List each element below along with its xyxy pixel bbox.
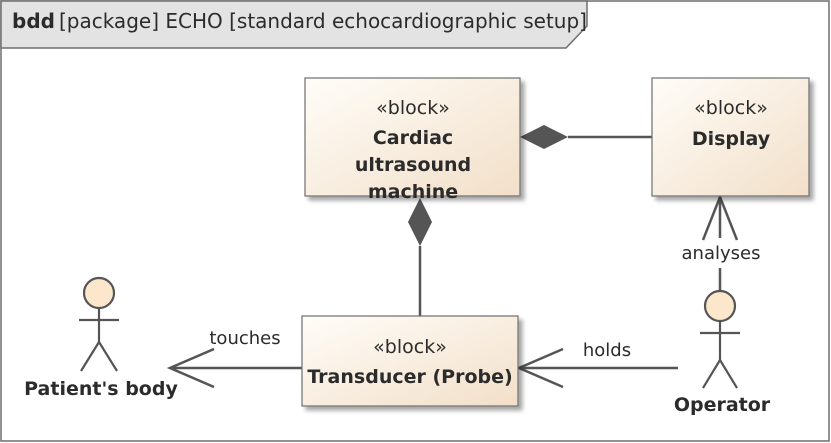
actor-patient-head [82, 276, 116, 310]
frame-kind: bdd [12, 9, 55, 33]
frame-title: [package] ECHO [standard echocardiograph… [58, 9, 587, 33]
block-machine-name: Cardiac ultrasound machine [354, 127, 472, 203]
actor-patient-leg-right [98, 341, 118, 372]
analyses-arrowhead [701, 193, 739, 241]
composition-diamond-display [520, 125, 568, 149]
composition-diamond-transducer [408, 198, 432, 246]
association-analyses-label: analyses [679, 243, 763, 264]
actor-operator-leg-left [702, 359, 721, 389]
actor-operator-name: Operator [673, 394, 771, 416]
actor-operator-figure[interactable] [700, 289, 740, 389]
block-display-stereotype: «block» [694, 97, 768, 119]
association-holds-label: holds [582, 340, 632, 361]
frame-tab [0, 0, 588, 49]
actor-patient-name: Patient's body [24, 378, 178, 400]
block-machine-shape[interactable] [304, 77, 521, 197]
block-display-shape[interactable] [651, 77, 810, 197]
actor-operator-leg-right [719, 359, 738, 389]
block-transducer-shape[interactable] [301, 315, 519, 407]
block-transducer-stereotype: «block» [373, 336, 447, 358]
actor-operator-head [703, 289, 737, 323]
actor-patient-leg-left [80, 341, 100, 372]
touches-arrowhead [166, 347, 215, 389]
block-transducer-name: Transducer (Probe) [307, 366, 513, 388]
holds-arrowhead [515, 347, 564, 389]
block-machine-stereotype: «block» [376, 97, 450, 119]
actor-patient-figure[interactable] [79, 276, 119, 372]
association-touches-label: touches [209, 328, 281, 349]
frame-header: bdd[package] ECHO [standard echocardiogr… [12, 11, 587, 31]
block-display-name: Display [691, 128, 771, 150]
